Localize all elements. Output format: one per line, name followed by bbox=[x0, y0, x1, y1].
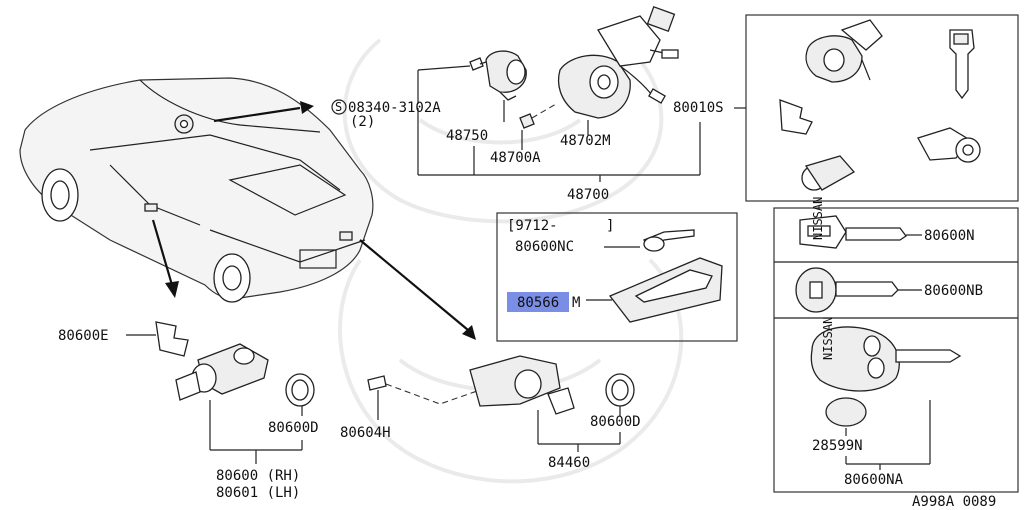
figure-id: A998A 0089 bbox=[912, 494, 996, 510]
part-labels: S 08340-3102A (2) 48750 48702M 48700A 48… bbox=[58, 99, 996, 510]
label-48750: 48750 bbox=[446, 128, 488, 144]
car-illustration bbox=[19, 77, 374, 303]
label-date-code-close: ] bbox=[606, 218, 614, 234]
key-blank-contents bbox=[507, 229, 723, 323]
label-80600-rh: 80600 (RH) bbox=[216, 468, 300, 484]
label-80600d-right: 80600D bbox=[590, 414, 641, 430]
label-80010s: 80010S bbox=[673, 100, 724, 116]
key-brand-text-1: NISSAN bbox=[811, 197, 825, 240]
label-date-code-open: [9712- bbox=[507, 218, 558, 234]
label-28599n: 28599N bbox=[812, 438, 863, 454]
label-80600nb: 80600NB bbox=[924, 283, 983, 299]
ignition-callouts bbox=[417, 65, 701, 182]
label-48700a: 48700A bbox=[490, 150, 541, 166]
label-80566: 80566 bbox=[517, 295, 559, 311]
label-48700: 48700 bbox=[567, 187, 609, 203]
pointer-arrows bbox=[151, 101, 476, 340]
bolt-circle-mark: S bbox=[335, 100, 342, 114]
label-80600d-left: 80600D bbox=[268, 420, 319, 436]
key-blank-box bbox=[496, 212, 738, 342]
highlight-80566m bbox=[507, 292, 569, 312]
label-08340-3102a: 08340-3102A bbox=[348, 100, 441, 116]
label-80566m-suffix: M bbox=[572, 295, 580, 311]
keys-panel bbox=[773, 207, 1019, 493]
key-brand-text-2: NISSAN bbox=[821, 317, 835, 360]
label-80604h: 80604H bbox=[340, 425, 391, 441]
label-48702m: 48702M bbox=[560, 133, 611, 149]
label-80600n: 80600N bbox=[924, 228, 975, 244]
label-80601-lh: 80601 (LH) bbox=[216, 485, 300, 501]
label-bolt-qty: (2) bbox=[350, 114, 375, 130]
label-80600na: 80600NA bbox=[844, 472, 904, 488]
label-84460: 84460 bbox=[548, 455, 590, 471]
trunk-lock-rear bbox=[367, 355, 635, 452]
label-80600nc: 80600NC bbox=[515, 239, 574, 255]
door-lock-left bbox=[126, 321, 315, 464]
label-80600e: 80600E bbox=[58, 328, 109, 344]
watermark-emblem bbox=[338, 38, 684, 484]
ignition-assembly bbox=[469, 5, 679, 129]
kit-80010s-contents bbox=[779, 19, 981, 191]
